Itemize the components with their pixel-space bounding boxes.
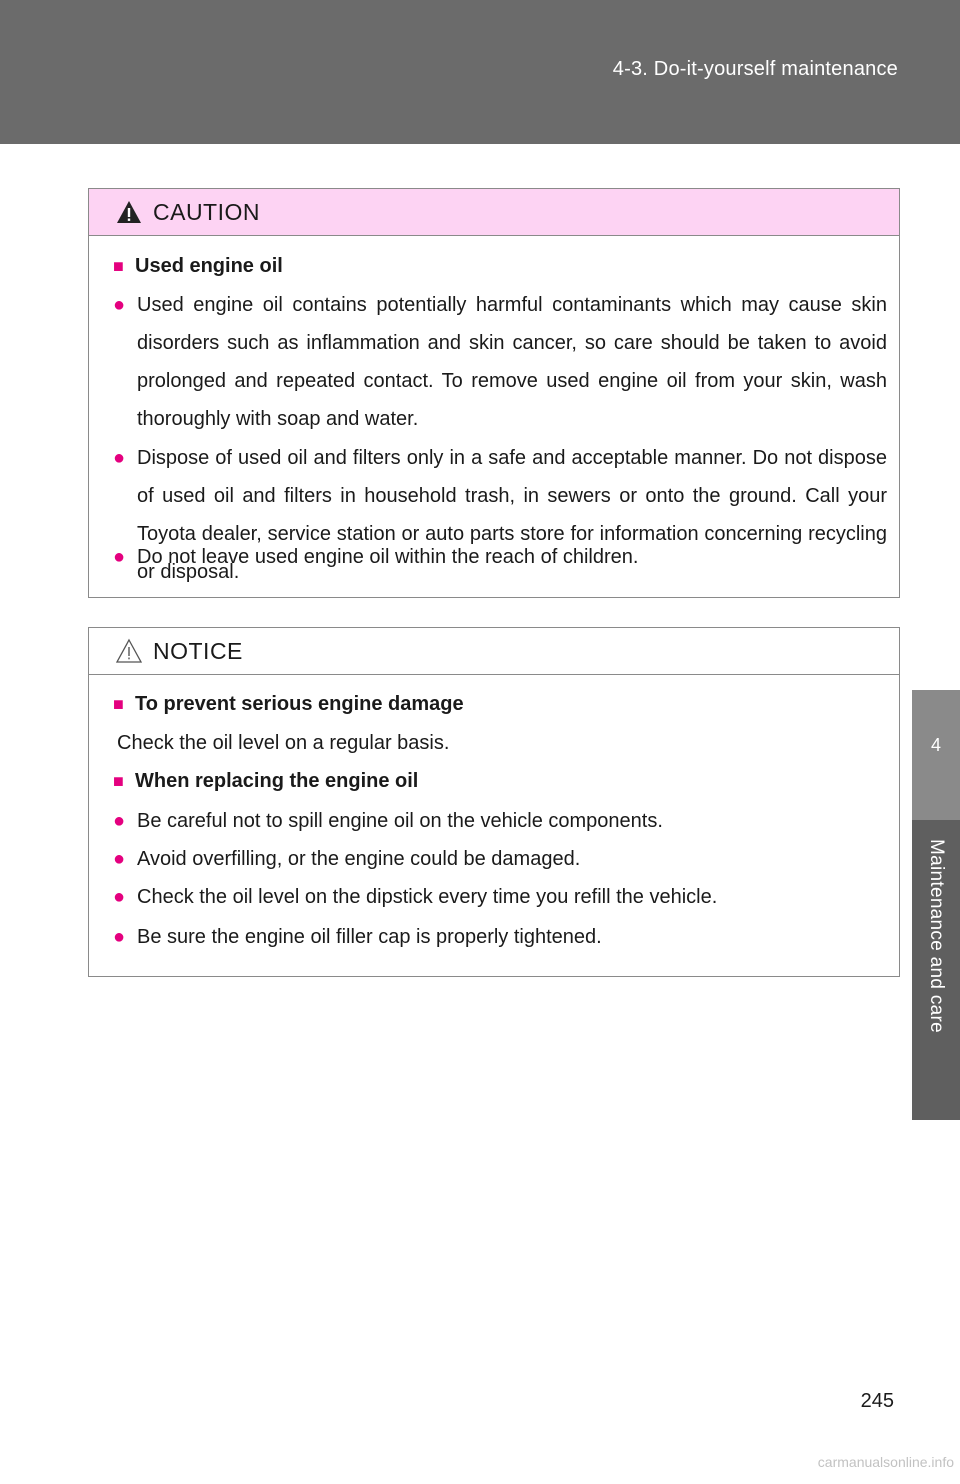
caution-bullet-2: ● Dispose of used oil and filters only i… — [113, 439, 887, 591]
circle-bullet-icon: ● — [113, 810, 126, 832]
circle-bullet-icon: ● — [113, 447, 126, 469]
notice-bullet-3-text: Check the oil level on the dipstick ever… — [137, 886, 718, 908]
notice-heading-1-text: To prevent serious engine damage — [135, 693, 464, 715]
square-bullet-icon: ■ — [113, 694, 124, 714]
circle-bullet-icon: ● — [113, 848, 126, 870]
section-title: 4-3. Do-it-yourself maintenance — [612, 58, 898, 80]
notice-bullet-4-text: Be sure the engine oil filler cap is pro… — [137, 926, 602, 948]
page-number: 245 — [860, 1390, 894, 1412]
notice-title: NOTICE — [153, 638, 243, 664]
caution-bullet-3: ● Do not leave used engine oil within th… — [113, 538, 887, 576]
notice-bullet-1-text: Be careful not to spill engine oil on th… — [137, 810, 663, 832]
watermark: carmanualsonline.info — [817, 1454, 954, 1470]
circle-bullet-icon: ● — [113, 294, 126, 316]
chapter-number: 4 — [930, 735, 941, 755]
chapter-tab: 4 Maintenance and care — [912, 690, 960, 1120]
caution-bullet-1-text: Used engine oil contains potentially har… — [137, 294, 887, 430]
chapter-tab-number-block: 4 — [912, 690, 960, 820]
notice-bullet-2: ● Avoid overfilling, or the engine could… — [113, 840, 887, 878]
caution-heading-text: Used engine oil — [135, 255, 283, 277]
notice-heading-1: ■ To prevent serious engine damage — [113, 693, 464, 716]
caution-bullet-3-text: Do not leave used engine oil within the … — [137, 546, 639, 568]
square-bullet-icon: ■ — [113, 256, 124, 276]
circle-bullet-icon: ● — [113, 926, 126, 948]
notice-bullet-4: ● Be sure the engine oil filler cap is p… — [113, 918, 887, 956]
warning-triangle-outline-icon — [115, 638, 143, 669]
notice-heading-2-text: When replacing the engine oil — [135, 770, 419, 792]
notice-bullet-1: ● Be careful not to spill engine oil on … — [113, 802, 887, 840]
header-bar: 4-3. Do-it-yourself maintenance — [0, 0, 960, 144]
notice-bullet-3: ● Check the oil level on the dipstick ev… — [113, 878, 887, 916]
caution-bullet-1: ● Used engine oil contains potentially h… — [113, 286, 887, 438]
circle-bullet-icon: ● — [113, 546, 126, 568]
warning-triangle-icon — [115, 199, 143, 230]
square-bullet-icon: ■ — [113, 771, 124, 791]
notice-title-bar: NOTICE — [89, 628, 899, 675]
chapter-label: Maintenance and care — [926, 838, 947, 1034]
caution-bullet-2-text: Dispose of used oil and filters only in … — [137, 447, 887, 583]
notice-text-1: Check the oil level on a regular basis. — [117, 732, 450, 754]
caution-heading: ■ Used engine oil — [113, 255, 283, 278]
notice-heading-2: ■ When replacing the engine oil — [113, 770, 418, 793]
caution-title: CAUTION — [153, 199, 260, 225]
notice-box: NOTICE ■ To prevent serious engine damage… — [88, 627, 900, 977]
notice-bullet-2-text: Avoid overfilling, or the engine could b… — [137, 848, 581, 870]
caution-title-bar: CAUTION — [89, 189, 899, 236]
caution-box: CAUTION ■ Used engine oil ● Used engine o… — [88, 188, 900, 598]
circle-bullet-icon: ● — [113, 886, 126, 908]
